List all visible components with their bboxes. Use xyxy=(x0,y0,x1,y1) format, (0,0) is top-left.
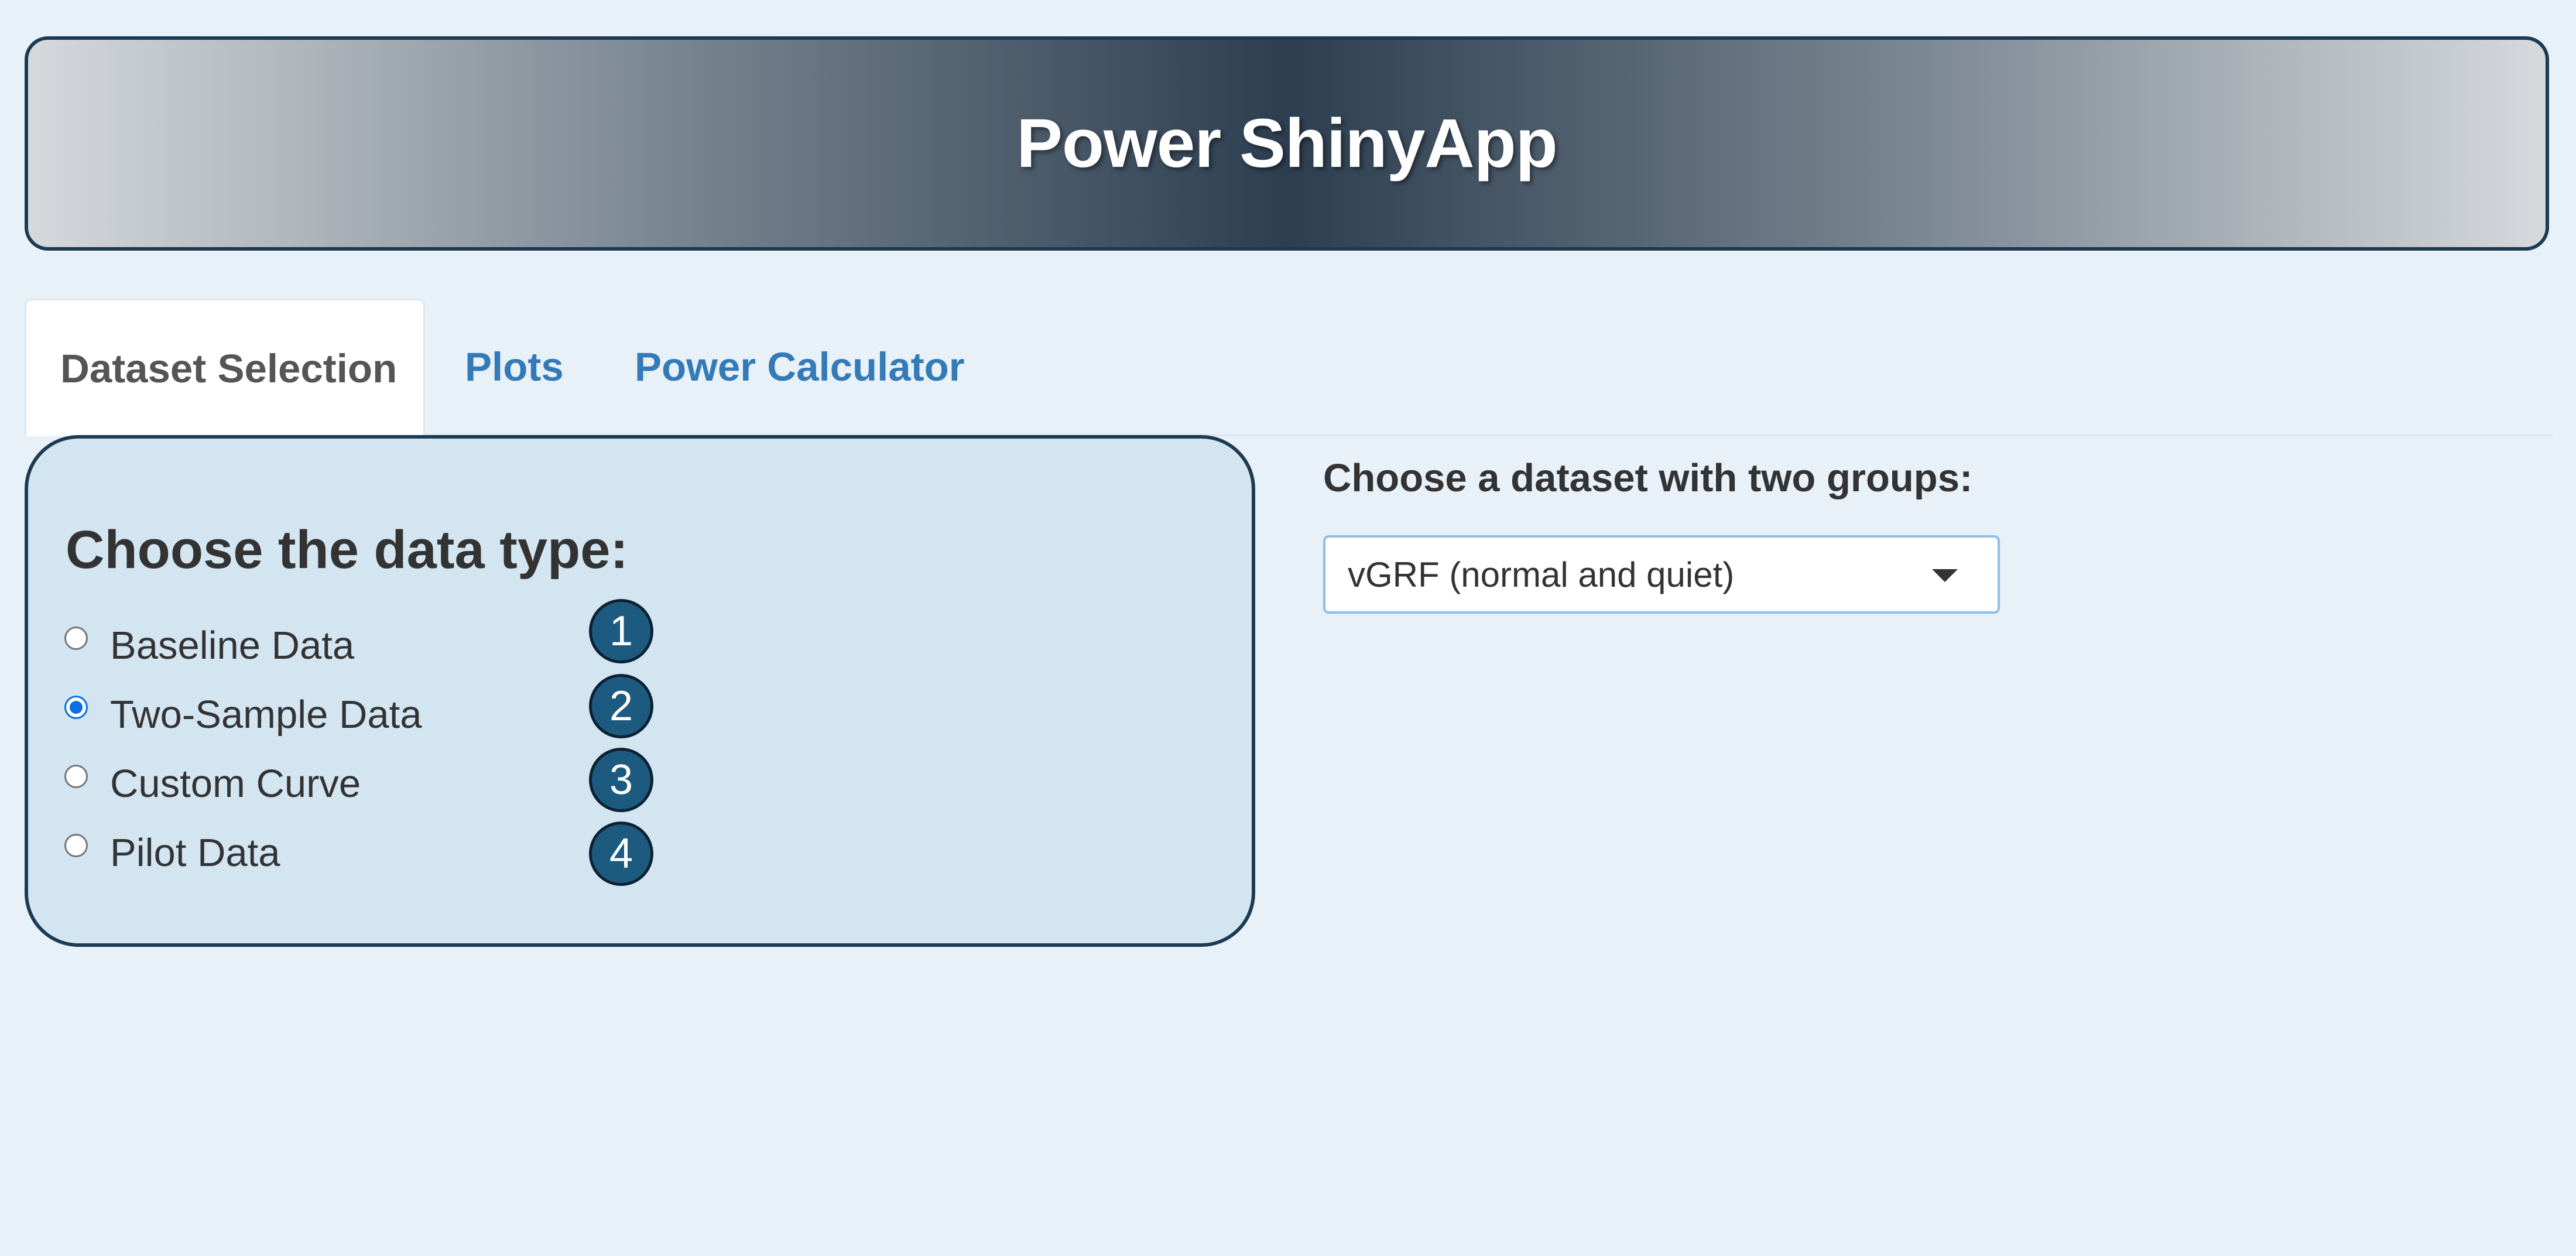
radio-button-custom-curve[interactable] xyxy=(64,765,88,788)
caret-down-icon xyxy=(1932,569,1958,582)
tab-bar: Dataset Selection Plots Power Calculator xyxy=(25,299,2553,436)
radio-button-pilot[interactable] xyxy=(64,834,88,857)
radio-option-two-sample-data[interactable]: Two-Sample Data xyxy=(64,685,422,744)
step-badge-2: 2 xyxy=(589,674,653,738)
radio-label-pilot: Pilot Data xyxy=(110,830,280,875)
tab-dataset-selection[interactable]: Dataset Selection xyxy=(25,299,425,436)
step-badge-4: 4 xyxy=(589,822,653,886)
tab-power-calculator[interactable]: Power Calculator xyxy=(635,344,965,389)
app-title: Power ShinyApp xyxy=(1016,105,1558,182)
data-type-panel: Choose the data type: Baseline Data 1 Tw… xyxy=(25,435,1255,947)
app-header: Power ShinyApp xyxy=(25,36,2549,251)
radio-option-baseline-data[interactable]: Baseline Data xyxy=(64,616,354,675)
radio-button-two-sample[interactable] xyxy=(64,696,88,719)
radio-button-baseline[interactable] xyxy=(64,627,88,650)
radio-option-custom-curve[interactable]: Custom Curve xyxy=(64,754,361,813)
tab-plots[interactable]: Plots xyxy=(465,344,564,389)
radio-option-pilot-data[interactable]: Pilot Data xyxy=(64,823,280,882)
dataset-select-label: Choose a dataset with two groups: xyxy=(1323,456,1973,500)
dataset-select[interactable]: vGRF (normal and quiet) xyxy=(1323,535,2000,614)
dataset-select-value: vGRF (normal and quiet) xyxy=(1348,555,1735,594)
radio-label-baseline: Baseline Data xyxy=(110,623,355,668)
radio-label-two-sample: Two-Sample Data xyxy=(110,692,422,737)
radio-label-custom-curve: Custom Curve xyxy=(110,761,361,806)
data-type-title: Choose the data type: xyxy=(66,520,629,580)
step-badge-3: 3 xyxy=(589,748,653,812)
step-badge-1: 1 xyxy=(589,599,653,663)
